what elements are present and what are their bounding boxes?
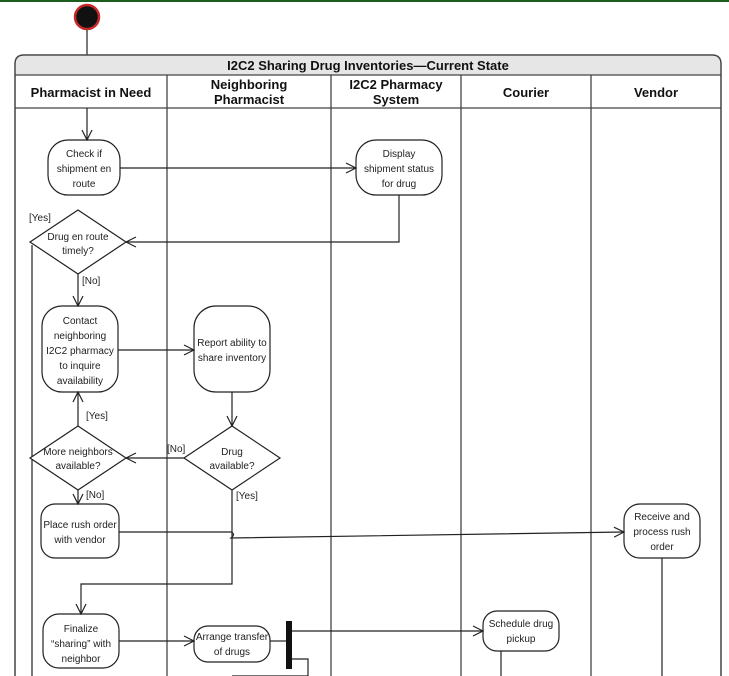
node-label: timely? [62,246,94,257]
guard-yes-more-neighbors: [Yes] [86,411,108,422]
node-label: share inventory [198,353,266,364]
node-label: to inquire [59,361,101,372]
node-label: shipment status [364,164,434,175]
node-label: Arrange transfer [196,632,269,643]
guard-no-en-route: [No] [82,276,101,287]
node-label: Finalize [64,624,99,635]
control-flows [78,108,663,676]
guard-yes-en-route: [Yes] [29,213,51,224]
diagram-title: I2C2 Sharing Drug Inventories—Current St… [227,58,509,73]
guard-no-more-neighbors: [No] [86,490,105,501]
node-label: More neighbors [43,447,112,458]
lane-header-pharmacist-in-need: Pharmacist in Need [31,85,152,100]
initial-node [73,3,101,31]
node-label: route [73,179,96,190]
lane-header-pharmacy-system-line2: System [373,92,419,107]
node-label: Drug [221,447,243,458]
node-label: pickup [507,634,536,645]
pool-border [14,54,722,676]
node-label: Drug en route [47,232,109,243]
lane-header-neighboring-pharmacist-line2: Pharmacist [214,92,285,107]
node-label: availability [57,376,103,387]
node-label: Place rush order [43,520,117,531]
decision-drug-en-route-timely: Drug en route timely? [28,209,128,275]
action-finalize-sharing: Finalize “sharing” with neighbor [42,613,120,669]
node-label: with vendor [53,535,106,546]
node-label: for drug [382,179,416,190]
node-label: Check if [66,149,102,160]
node-label: of drugs [214,647,250,658]
action-contact-neighboring-pharmacy: Contact neighboring I2C2 pharmacy to inq… [41,305,119,393]
guard-yes-drug-available: [Yes] [236,491,258,502]
node-label: available? [209,461,254,472]
guard-no-drug-available: [No] [167,444,186,455]
node-label: shipment en [57,164,111,175]
window-frame-top-border [0,0,729,2]
node-label: neighboring [54,331,106,342]
lane-header-neighboring-pharmacist-line1: Neighboring [211,77,288,92]
node-label: Report ability to [197,338,267,349]
node-label: I2C2 pharmacy [46,346,114,357]
lane-header-pharmacy-system-line1: I2C2 Pharmacy [349,77,443,92]
node-label: Display [383,149,416,160]
lane-header-vendor: Vendor [634,85,678,100]
action-report-ability-to-share: Report ability to share inventory [193,305,271,393]
node-label: neighbor [62,654,102,665]
pool-title-band [16,56,720,75]
action-place-rush-order: Place rush order with vendor [40,503,120,559]
decision-drug-available: Drug available? [182,425,282,491]
fork-bar [286,621,292,669]
decision-more-neighbors-available: More neighbors available? [28,425,128,491]
node-label: Schedule drug [489,619,554,630]
action-check-shipment: Check if shipment en route [47,139,121,196]
node-label: available? [55,461,100,472]
node-label: Contact [63,316,98,327]
action-arrange-transfer: Arrange transfer of drugs [193,625,271,663]
node-label: Receive and [634,512,690,523]
node-label: order [650,542,674,553]
lane-header-courier: Courier [503,85,549,100]
action-display-shipment-status: Display shipment status for drug [355,139,443,196]
node-label: “sharing” with [51,639,111,650]
action-receive-process-rush-order: Receive and process rush order [623,503,701,559]
action-schedule-drug-pickup: Schedule drug pickup [482,610,560,652]
node-label: process rush [633,527,690,538]
